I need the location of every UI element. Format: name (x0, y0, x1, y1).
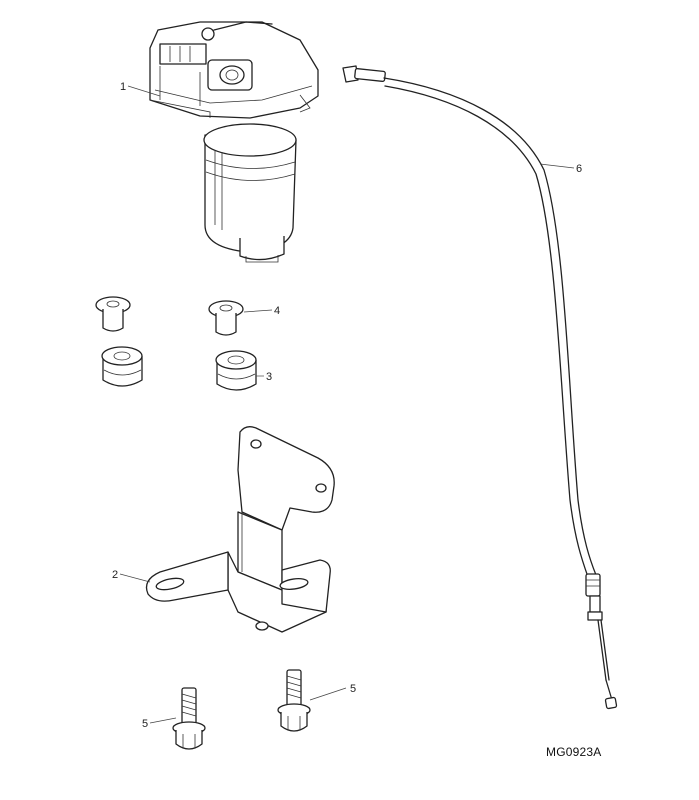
callout-2: 2 (112, 569, 118, 581)
diagram-reference-code: MG0923A (546, 745, 602, 759)
callout-5-right: 5 (350, 683, 356, 695)
mounting-bracket (145, 426, 335, 633)
callout-5-left: 5 (142, 718, 148, 730)
bolt-right (277, 669, 311, 732)
spacer-left (95, 296, 131, 332)
callout-4: 4 (274, 305, 280, 317)
callout-1: 1 (120, 81, 126, 93)
grommet-left (101, 346, 143, 387)
control-cable (342, 65, 618, 710)
motor-actuator (149, 21, 319, 263)
callout-6: 6 (576, 163, 582, 175)
callout-3: 3 (266, 371, 272, 383)
callouts: 1 6 4 3 2 5 5 (112, 81, 582, 730)
spacer-right (208, 300, 244, 336)
bolt-left (172, 687, 206, 750)
grommet-right (215, 350, 257, 391)
